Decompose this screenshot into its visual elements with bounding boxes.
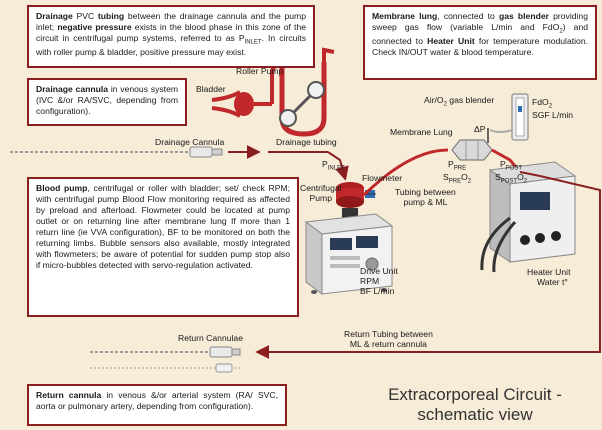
drainage-tubing-arrow: [228, 145, 349, 181]
panel-text: Return cannula: [36, 390, 102, 400]
panel-text: tubing: [97, 11, 125, 21]
drainage-cannula-label: Drainage Cannula: [155, 137, 225, 147]
drainage-tubing-panel: Drainage PVC tubing between the drainage…: [27, 5, 315, 68]
panel-text: gas blender: [498, 11, 549, 21]
diagram-title-line-2: schematic view: [417, 405, 533, 425]
panel-text: Drainage cannula: [36, 84, 109, 94]
panel-text: , centrifugal or roller with bladder; se…: [36, 183, 290, 270]
panel-text: for temperature modulation. Check IN/OUT…: [372, 36, 588, 58]
panel-text: PVC: [72, 11, 98, 21]
return-cannula-panel: Return cannula in venous &/or arterial s…: [27, 384, 287, 426]
panel-text: providing sweep gas flow (variable L/min…: [372, 11, 588, 32]
drainage-cannula-panel: Drainage cannula in venous system (IVC &…: [27, 78, 187, 126]
gas-blender-drawing: [489, 93, 529, 141]
drainage-cannula-drawing: [10, 146, 223, 158]
panel-text: ) and connected to: [372, 22, 588, 47]
bladder-label: Bladder: [196, 84, 226, 94]
panel-text: exists in the blood phase in this zone o…: [36, 22, 307, 43]
return-tubing-path: [255, 171, 601, 359]
roller-pump-label: Roller Pump: [236, 66, 284, 76]
panel-text: in venous &/or arterial system (RA/ SVC,…: [36, 390, 278, 411]
panel-text: Drainage: [36, 11, 73, 21]
p-inlet-label: PINLET: [322, 159, 345, 172]
return-cannula-drawing: [90, 346, 241, 373]
sgf-label: SGF L/min: [532, 110, 574, 120]
return-cannulae-label: Return Cannulae: [178, 333, 243, 343]
panel-text: INLET: [244, 39, 262, 46]
membrane-lung-panel: Membrane lung, connected to gas blender …: [363, 5, 597, 80]
panel-text: between the drainage cannula and the pum…: [36, 11, 306, 32]
panel-text: , connected to: [437, 11, 499, 21]
delta-p-label: ΔP: [474, 124, 486, 134]
diagram-title-line-1: Extracorporeal Circuit -: [388, 385, 562, 404]
panel-text: Heater Unit: [427, 36, 475, 47]
panel-text: negative pressure: [57, 22, 132, 32]
panel-text: in venous system (IVC &/or RA/SVC, depen…: [36, 84, 179, 116]
drive-unit-drawing: [304, 213, 394, 295]
fdo2-label: FdO2: [532, 97, 553, 110]
blood-pump-panel: Blood pump, centrifugal or roller with b…: [27, 177, 299, 317]
panel-text: Membrane lung: [372, 11, 438, 21]
flowmeter-label: Flowmeter: [362, 173, 403, 183]
gas-blender-label: Air/O2 gas blender: [424, 95, 495, 108]
membrane-lung-label: Membrane Lung: [390, 127, 453, 137]
tubing-pump-ml-drawing: [362, 148, 449, 197]
diagram-title: Extracorporeal Circuit - schematic view: [360, 385, 590, 426]
drainage-tubing-label: Drainage tubing: [276, 137, 337, 147]
panel-text: Blood pump: [36, 183, 88, 193]
panel-text: . In circuits with roller pump & bladder…: [36, 33, 306, 58]
